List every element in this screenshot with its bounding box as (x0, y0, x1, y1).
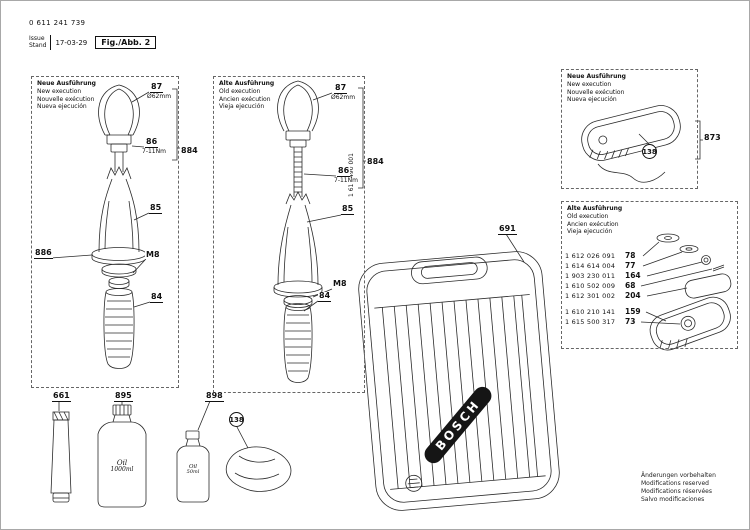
callout-ring-diameter: Ø62mm (147, 93, 172, 100)
part-ref-cell: 204 (625, 291, 641, 300)
callout-thread-ref: M8 (332, 279, 348, 288)
title-line: Nueva ejecución (37, 103, 87, 111)
callout-ring-diameter: Ø62mm (331, 94, 356, 101)
part-ref-cell: 159 (625, 307, 641, 316)
oil-small-label: Oil 50ml (180, 464, 206, 476)
handle-new-drawing (91, 84, 147, 369)
title-line: Alte Ausführung (219, 80, 275, 87)
footer-line: Änderungen vorbehalten (641, 472, 716, 479)
callout-assembly-ref: 884 (366, 157, 385, 166)
callout-oil-small-ref: 898 (205, 391, 224, 402)
parts-row: 1 612 026 091 78 (565, 251, 641, 261)
title-line: Neue Ausführung (567, 73, 626, 80)
parts-row: 1 903 230 011 164 (565, 271, 641, 281)
callout-thread-ref: M8 (145, 250, 161, 259)
group-cover-new: Neue Ausführung New execution Nouvelle e… (561, 69, 698, 189)
group-parts-old-title: Alte Ausführung Old execution Ancien exé… (567, 205, 622, 236)
oil-small-line2: 50ml (186, 469, 200, 476)
stand-label: Stand (29, 41, 47, 49)
callout-cover-ref: 873 (703, 133, 722, 142)
callout-clamp-ref: 86 (337, 166, 351, 177)
issue-divider (50, 35, 52, 50)
title-line: Nueva ejecución (567, 96, 617, 104)
figure-label: Fig./Abb. 2 (95, 36, 157, 49)
group-parts-old: Alte Ausführung Old execution Ancien exé… (561, 201, 738, 349)
cover-new-drawing (581, 105, 681, 183)
callout-clamp-ref: 86 (145, 137, 159, 148)
title-line: Old execution (567, 212, 609, 220)
title-line: New execution (37, 87, 82, 95)
callout-case-ref: 691 (498, 224, 517, 235)
callout-ring-ref: 87 (150, 82, 164, 93)
part-ref-cell: 164 (625, 271, 641, 280)
issue-stand-labels: Issue Stand (29, 34, 47, 50)
parts-list: 1 612 026 091 78 1 614 614 004 77 1 903 … (565, 251, 641, 327)
group-handle-new: Neue Ausführung New execution Nouvelle e… (31, 76, 179, 388)
callout-grip-ref: 84 (150, 292, 164, 303)
title-line: Neue Ausführung (37, 80, 96, 87)
callout-holder-ref: 85 (341, 204, 355, 215)
title-line: Ancien exécution (567, 220, 619, 228)
part-ref-cell: 73 (625, 317, 636, 326)
issue-date: 17-03-29 (55, 38, 88, 47)
part-number-cell: 1 610 502 009 (565, 282, 616, 290)
service-kit-ref-circle: 138 (229, 412, 244, 427)
callout-torque: 7-11Nm (334, 177, 358, 184)
callout-holder-ref: 85 (149, 203, 163, 214)
group-handle-old: Alte Ausführung Old execution Ancien exé… (213, 76, 365, 393)
title-line: Nouvelle exécution (37, 95, 95, 103)
oil-large-label: Oil 1000ml (100, 459, 144, 474)
issue-label: Issue (29, 34, 45, 42)
footer-line: Modifications reserved (641, 480, 709, 488)
title-line: Vieja ejecución (567, 228, 613, 236)
issue-block: Issue Stand 17-03-29 Fig./Abb. 2 (29, 34, 157, 50)
part-number-cell: 1 610 210 141 (565, 308, 616, 316)
part-ref-cell: 68 (625, 281, 636, 290)
parts-row: 1 610 210 141 159 (565, 307, 641, 317)
title-line: Alte Ausführung (567, 205, 623, 212)
parts-leader-lines (640, 241, 713, 325)
case-drawing (358, 251, 560, 511)
service-kit-ref-circle: 138 (642, 144, 657, 159)
parts-row: 1 612 301 002 204 (565, 291, 641, 301)
group-cover-new-title: Neue Ausführung New execution Nouvelle e… (567, 73, 626, 104)
part-number-cell: 1 614 614 004 (565, 262, 616, 270)
callout-assembly-ref: 884 (180, 146, 199, 155)
group-handle-new-title: Neue Ausführung New execution Nouvelle e… (37, 80, 96, 111)
oil-large-line2: 1000ml (110, 466, 134, 474)
part-ref-cell: 77 (625, 261, 636, 270)
consumables-drawing (50, 404, 292, 508)
modifications-note: Änderungen vorbehalten Modifications res… (641, 472, 716, 504)
handle-old-part-number: 1 613 490 001 (348, 153, 355, 197)
callout-grip-ref: 84 (318, 291, 332, 302)
group-handle-old-title: Alte Ausführung Old execution Ancien exé… (219, 80, 274, 111)
oil-small-line1: Oil (188, 464, 198, 470)
parts-row: 1 610 502 009 68 (565, 281, 641, 291)
part-ref-cell: 78 (625, 251, 636, 260)
oil-large-line1: Oil (116, 459, 128, 467)
callout-tube-ref: 661 (52, 391, 71, 402)
title-line: Old execution (219, 87, 261, 95)
footer-line: Modifications réservées (641, 488, 712, 496)
title-line: Vieja ejecución (219, 103, 265, 111)
parts-old-sketches (640, 233, 732, 351)
callout-ring-ref: 87 (334, 83, 348, 94)
parts-row: 1 614 614 004 77 (565, 261, 641, 271)
callout-torque: 7-11Nm (142, 148, 166, 155)
title-line: Ancien exécution (219, 95, 271, 103)
part-number-cell: 1 612 301 002 (565, 292, 616, 300)
callout-oil-large-ref: 895 (114, 391, 133, 402)
title-line: New execution (567, 80, 612, 88)
callout-washer-ref: 886 (34, 248, 53, 259)
footer-line: Salvo modificaciones (641, 496, 705, 504)
document-part-number: 0 611 241 739 (29, 19, 86, 27)
part-number-cell: 1 612 026 091 (565, 252, 616, 260)
part-number-cell: 1 903 230 011 (565, 272, 616, 280)
part-number-cell: 1 615 500 317 (565, 318, 616, 326)
title-line: Nouvelle exécution (567, 88, 625, 96)
parts-row: 1 615 500 317 73 (565, 317, 641, 327)
